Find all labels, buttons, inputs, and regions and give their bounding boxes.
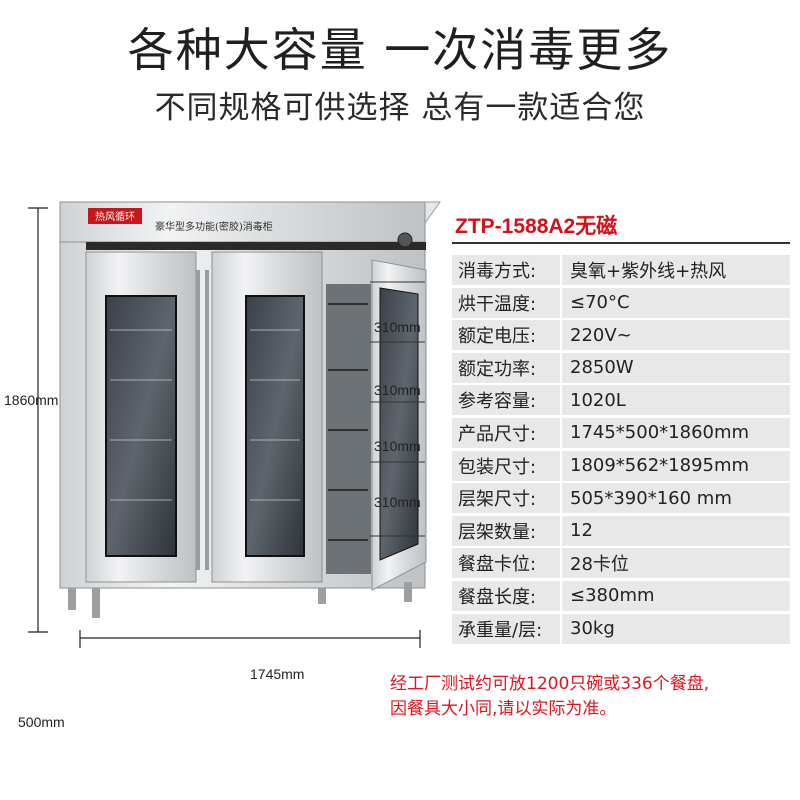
spec-label: 额定电压: bbox=[452, 320, 562, 351]
product-illustration: 热风循环 豪华型多功能(密胶)消毒柜 bbox=[0, 190, 450, 710]
spec-value: 12 bbox=[570, 520, 593, 542]
model-divider bbox=[452, 242, 790, 244]
spec-value: 1745*500*1860mm bbox=[570, 422, 750, 444]
spec-value: ≤380mm bbox=[570, 585, 655, 607]
spec-row: 参考容量: 1020L bbox=[452, 385, 790, 416]
spec-row: 额定电压: 220V~ bbox=[452, 320, 790, 351]
spec-value: 220V~ bbox=[570, 324, 632, 346]
spec-row: 层架尺寸: 505*390*160 mm bbox=[452, 483, 790, 514]
spec-row: 餐盘长度: ≤380mm bbox=[452, 580, 790, 611]
spec-row: 包装尺寸: 1809*562*1895mm bbox=[452, 450, 790, 481]
spec-value: 505*390*160 mm bbox=[570, 487, 732, 509]
shelf-spacing-label: 310mm bbox=[374, 494, 421, 510]
capacity-note-line: 因餐具大小同,请以实际为准。 bbox=[390, 699, 617, 719]
spec-row: 烘干温度: ≤70°C bbox=[452, 287, 790, 318]
headline: 各种大容量 一次消毒更多 bbox=[127, 23, 673, 77]
height-label: 1860mm bbox=[4, 392, 59, 408]
spec-label: 消毒方式: bbox=[452, 255, 562, 285]
spec-label: 承重量/层: bbox=[452, 613, 562, 644]
cabinet-drawing: 热风循环 豪华型多功能(密胶)消毒柜 bbox=[28, 201, 441, 648]
spec-value: 28卡位 bbox=[570, 554, 629, 576]
spec-value: 1809*562*1895mm bbox=[570, 455, 750, 477]
width-label: 1745mm bbox=[250, 666, 305, 682]
spec-label: 层架尺寸: bbox=[452, 483, 562, 514]
spec-table: 消毒方式: 臭氧+紫外线+热风 烘干温度: ≤70°C 额定电压: 220V~ 额定功… bbox=[452, 255, 790, 646]
spec-row: 消毒方式: 臭氧+紫外线+热风 bbox=[452, 255, 790, 285]
depth-label: 500mm bbox=[18, 714, 65, 730]
spec-label: 产品尺寸: bbox=[452, 417, 562, 448]
spec-row: 产品尺寸: 1745*500*1860mm bbox=[452, 417, 790, 448]
spec-label: 包装尺寸: bbox=[452, 450, 562, 481]
capacity-note-line: 经工厂测试约可放1200只碗或336个餐盘, bbox=[390, 674, 710, 694]
spec-label: 餐盘长度: bbox=[452, 580, 562, 611]
spec-row: 额定功率: 2850W bbox=[452, 352, 790, 383]
spec-row: 承重量/层: 30kg bbox=[452, 613, 790, 644]
spec-label: 参考容量: bbox=[452, 385, 562, 416]
brand-badge bbox=[88, 208, 142, 224]
spec-row: 餐盘卡位: 28卡位 bbox=[452, 548, 790, 579]
control-knob bbox=[397, 232, 413, 248]
subheadline: 不同规格可供选择 总有一款适合您 bbox=[154, 90, 646, 126]
spec-row: 层架数量: 12 bbox=[452, 515, 790, 546]
brand-label: 热风循环 bbox=[95, 210, 135, 223]
spec-label: 层架数量: bbox=[452, 515, 562, 546]
spec-value: ≤70°C bbox=[570, 292, 630, 314]
capacity-note: 经工厂测试约可放1200只碗或336个餐盘, 因餐具大小同,请以实际为准。 bbox=[390, 672, 800, 722]
spec-value: 2850W bbox=[570, 357, 634, 379]
shelf-spacing-label: 310mm bbox=[374, 382, 421, 398]
spec-value: 臭氧+紫外线+热风 bbox=[570, 261, 727, 282]
model-name: ZTP-1588A2无磁 bbox=[455, 215, 618, 238]
shelf-spacing-label: 310mm bbox=[374, 438, 421, 454]
spec-label: 烘干温度: bbox=[452, 287, 562, 318]
spec-value: 30kg bbox=[570, 618, 615, 640]
cabinet-title: 豪华型多功能(密胶)消毒柜 bbox=[155, 220, 273, 233]
shelf-spacing-label: 310mm bbox=[374, 319, 421, 335]
spec-label: 餐盘卡位: bbox=[452, 548, 562, 579]
spec-label: 额定功率: bbox=[452, 352, 562, 383]
spec-value: 1020L bbox=[570, 389, 626, 411]
